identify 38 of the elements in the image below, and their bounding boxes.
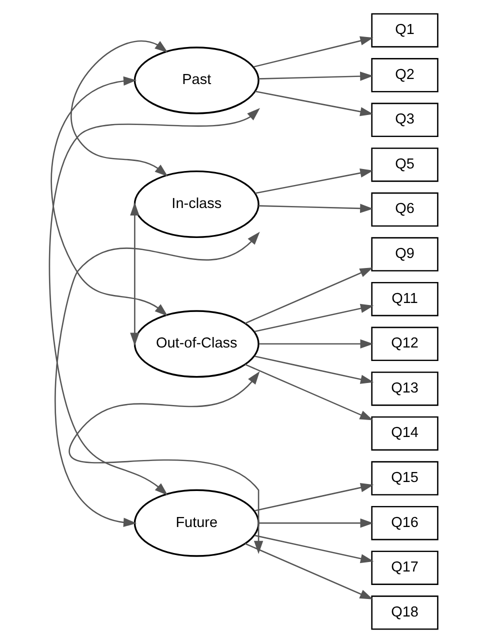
node-ellipse: Out-of-Class: [133, 310, 259, 378]
arrow: [252, 36, 373, 68]
arrow: [244, 543, 373, 600]
arrow: [244, 268, 373, 324]
arrow: [254, 304, 374, 332]
node-box: Q16: [370, 506, 438, 540]
node-ellipse: In-class: [133, 170, 259, 238]
arrow: [258, 72, 373, 81]
arrow: [54, 232, 260, 528]
node-box: Q6: [370, 192, 438, 227]
arrow: [258, 339, 373, 349]
node-ellipse: Future: [133, 489, 259, 557]
arrow: [130, 202, 139, 346]
arrow: [258, 204, 373, 214]
arrow: [48, 108, 260, 496]
node-ellipse: Past: [133, 46, 259, 114]
node-box: Q2: [370, 58, 438, 92]
arrow: [244, 364, 373, 420]
node-box: Q14: [370, 416, 438, 451]
arrow: [254, 168, 373, 194]
arrow: [254, 483, 374, 512]
arrow: [254, 534, 374, 564]
node-box: Q12: [370, 326, 438, 362]
arrow: [254, 90, 373, 116]
arrow: [254, 356, 374, 384]
arrow: [69, 371, 263, 554]
arrow: [70, 40, 168, 177]
node-box: Q18: [370, 596, 438, 630]
arrow: [258, 518, 373, 528]
node-box: Q17: [370, 550, 438, 585]
arrow: [50, 76, 168, 316]
node-box: Q15: [370, 461, 438, 496]
node-box: Q3: [370, 102, 438, 138]
node-box: Q11: [370, 282, 438, 316]
node-box: Q5: [370, 148, 438, 182]
node-box: Q13: [370, 372, 438, 406]
node-box: Q9: [370, 237, 438, 272]
node-box: Q1: [370, 13, 438, 48]
